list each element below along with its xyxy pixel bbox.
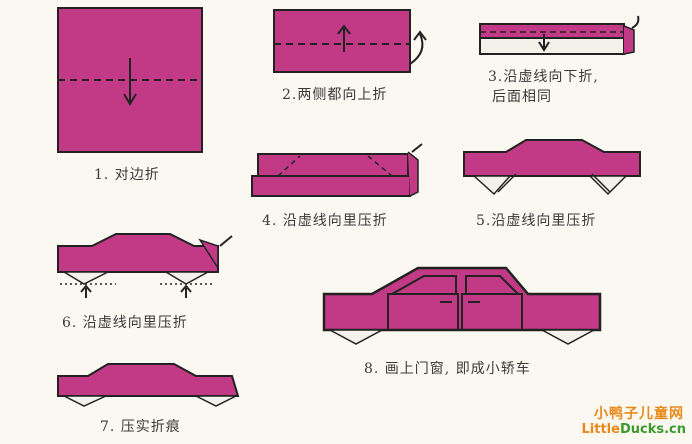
fold-arrow-icon: [219, 235, 233, 247]
step-8-label: 8. 画上门窗, 即成小轿车: [364, 361, 531, 377]
step-5-figure: [463, 139, 641, 196]
step-7-figure: [57, 363, 240, 407]
step-8-figure: [322, 266, 602, 345]
watermark-en-ducks: Ducks.cn: [619, 422, 686, 437]
step-1-label: 1. 对边折: [94, 167, 160, 183]
step-3-label: 3.沿虚线向下折,: [488, 69, 599, 85]
step-4-label: 4. 沿虚线向里压折: [262, 213, 388, 229]
watermark-en-little: Little: [581, 422, 620, 437]
step-4-figure: [251, 143, 423, 197]
watermark-en: LittleDucks.cn: [582, 422, 687, 437]
fold-arrow-icon: [411, 143, 423, 153]
step-6-label: 6. 沿虚线向里压折: [62, 315, 188, 331]
step-6-figure: [57, 233, 233, 298]
step-1-figure: [57, 7, 203, 153]
door-icon: [387, 293, 459, 331]
step-7-label: 7. 压实折痕: [100, 419, 181, 435]
step-3-figure: [479, 15, 640, 55]
step-3-label-line2: 后面相同: [492, 89, 552, 105]
step-5-label: 5.沿虚线向里压折: [476, 213, 597, 229]
step-2-label: 2.两侧都向上折: [282, 87, 388, 103]
watermark-cn: 小鸭子儿童网: [594, 406, 684, 422]
door-icon: [461, 293, 523, 331]
step-2-figure: [273, 9, 427, 73]
